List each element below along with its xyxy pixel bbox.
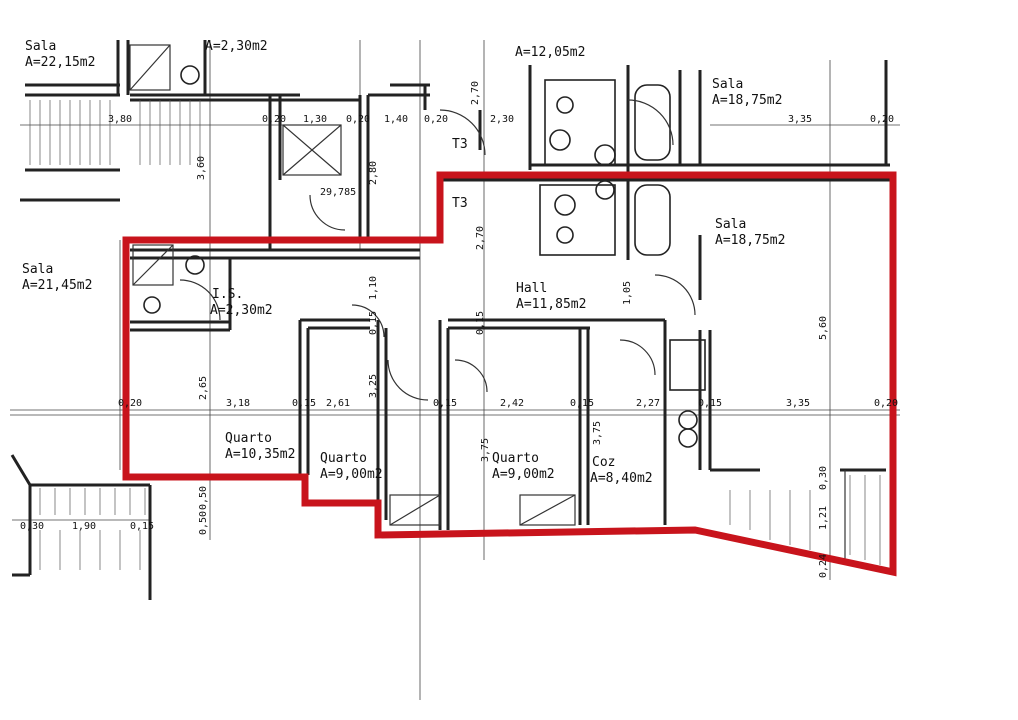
- dim-label: 2,70: [470, 81, 481, 105]
- room-area-sala-top-left: A=22,15m2: [25, 55, 95, 70]
- room-name-sala-top-right: Sala: [712, 77, 743, 92]
- dim-label: 2,42: [500, 398, 524, 409]
- room-area-is-top: A=2,30m2: [205, 39, 268, 54]
- room-area-hall: A=11,85m2: [516, 297, 586, 312]
- dim-label: 0,15: [292, 398, 316, 409]
- room-area-sala-top-right: A=18,75m2: [712, 93, 782, 108]
- dim-label: 1,30: [303, 114, 327, 125]
- dimension-labels: 3,80 0,20 1,30 0,20 1,40 0,20 2,30 3,35 …: [20, 81, 898, 578]
- dim-label: 3,60: [196, 156, 207, 180]
- room-name-sala-left: Sala: [22, 262, 53, 277]
- room-name-sala-right: Sala: [715, 217, 746, 232]
- dim-label: 0,15: [698, 398, 722, 409]
- room-name-coz: Coz: [592, 455, 615, 470]
- dim-label: 2,30: [490, 114, 514, 125]
- dim-label: 1,90: [72, 521, 96, 532]
- label-t3-lower: T3: [452, 196, 468, 211]
- fixtures-upper: [180, 65, 671, 166]
- dim-label: 2,65: [198, 376, 209, 400]
- room-labels: Sala A=22,15m2 A=2,30m2 A=12,05m2 Sala A…: [22, 39, 785, 486]
- dim-label: 0,15: [433, 398, 457, 409]
- room-area-sala-right: A=18,75m2: [715, 233, 785, 248]
- dim-label: 0,20: [118, 398, 142, 409]
- room-name-quarto3: Quarto: [492, 451, 539, 466]
- dim-label: 1,05: [622, 281, 633, 305]
- dim-label: 0,15: [130, 521, 154, 532]
- stair-hatch: [29, 100, 201, 165]
- dim-label: 5,60: [818, 316, 829, 340]
- dim-label: 0,50: [198, 486, 209, 510]
- dim-label: 3,80: [108, 114, 132, 125]
- room-name-is-left: I.S.: [212, 287, 243, 302]
- dim-label: 0,20: [262, 114, 286, 125]
- dim-label: 0,15: [570, 398, 594, 409]
- dim-label: 0,20: [424, 114, 448, 125]
- door-swings-upper: [309, 99, 674, 231]
- room-area-top-cut: A=12,05m2: [515, 45, 585, 60]
- dim-label: 0,50: [198, 511, 209, 535]
- room-area-coz: A=8,40m2: [590, 471, 653, 486]
- dim-label: 2,70: [475, 226, 486, 250]
- dim-label: 3,35: [786, 398, 810, 409]
- dim-label: 1,21: [818, 506, 829, 530]
- room-name-hall: Hall: [516, 281, 547, 296]
- apartment-outline: [122, 171, 897, 577]
- dim-label: 3,35: [788, 114, 812, 125]
- dim-label: 2,61: [326, 398, 350, 409]
- room-area-sala-left: A=21,45m2: [22, 278, 92, 293]
- dim-label: 0,30: [20, 521, 44, 532]
- dim-label: 2,27: [636, 398, 660, 409]
- dim-label: 0,20: [870, 114, 894, 125]
- dim-label: 2,80: [368, 161, 379, 185]
- room-name-quarto2: Quarto: [320, 451, 367, 466]
- label-level: 29,785: [320, 187, 356, 198]
- dim-label: 3,18: [226, 398, 250, 409]
- room-area-quarto2: A=9,00m2: [320, 467, 383, 482]
- dim-label: 3,75: [480, 438, 491, 462]
- balcony-hatch: [10, 454, 881, 600]
- dim-label: 1,10: [368, 276, 379, 300]
- room-name-quarto1: Quarto: [225, 431, 272, 446]
- walls-apartment: [130, 178, 890, 530]
- room-area-quarto1: A=10,35m2: [225, 447, 295, 462]
- dim-label: 0,20: [874, 398, 898, 409]
- label-t3-upper: T3: [452, 137, 468, 152]
- dim-label: 3,75: [592, 421, 603, 445]
- dim-label: 0,24: [818, 554, 829, 578]
- dim-label: 0,15: [475, 311, 486, 335]
- dim-label: 0,20: [346, 114, 370, 125]
- dim-label: 0,30: [818, 466, 829, 490]
- dim-label: 3,25: [368, 374, 379, 398]
- room-name-sala-top-left: Sala: [25, 39, 56, 54]
- room-area-is-left: A=2,30m2: [210, 303, 273, 318]
- room-area-quarto3: A=9,00m2: [492, 467, 555, 482]
- dim-label: 0,15: [368, 311, 379, 335]
- dim-label: 1,40: [384, 114, 408, 125]
